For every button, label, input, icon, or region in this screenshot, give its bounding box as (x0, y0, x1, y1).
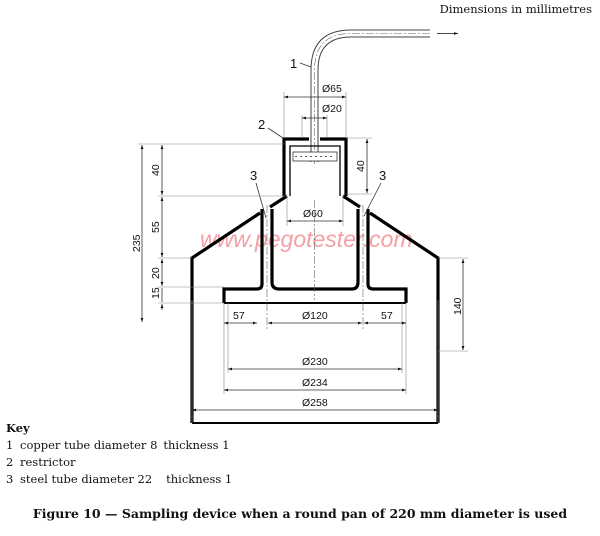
right-140-dimension: 140 (438, 257, 468, 352)
svg-text:Ø20: Ø20 (322, 103, 342, 115)
right-height-dimension: 40 (346, 137, 372, 195)
svg-text:140: 140 (452, 297, 464, 315)
svg-text:3: 3 (250, 168, 257, 183)
figure-caption: Figure 10 — Sampling device when a round… (32, 506, 568, 521)
units-note: Dimensions in millimetres (439, 2, 592, 16)
svg-text:2: 2 (258, 117, 265, 132)
svg-text:Ø120: Ø120 (302, 310, 328, 322)
restrictor (282, 137, 348, 196)
svg-text:57: 57 (381, 310, 393, 322)
svg-text:15: 15 (150, 287, 162, 299)
callouts: 1 2 3 3 (250, 56, 386, 219)
svg-text:1: 1 (290, 56, 297, 71)
bottom-dimensions: 57 Ø120 57 Ø230 Ø234 Ø258 (191, 300, 439, 423)
svg-text:235: 235 (131, 234, 143, 252)
svg-text:Ø60: Ø60 (303, 208, 323, 220)
svg-text:40: 40 (150, 164, 162, 176)
key-title: Key (6, 421, 30, 435)
sampling-device-drawing: www.pegotester.com 1 (131, 29, 468, 424)
svg-text:Ø65: Ø65 (322, 83, 342, 95)
svg-text:20: 20 (150, 267, 162, 279)
svg-text:40: 40 (355, 160, 367, 172)
svg-text:Ø234: Ø234 (302, 377, 328, 389)
svg-text:3: 3 (379, 168, 386, 183)
left-height-dimensions: 40 55 20 15 235 (131, 143, 287, 322)
svg-text:57: 57 (233, 310, 245, 322)
svg-text:Ø258: Ø258 (302, 397, 328, 409)
top-dimensions: Ø65 Ø20 (283, 83, 347, 138)
inner-diameter-60: Ø60 (286, 196, 344, 226)
svg-text:Ø230: Ø230 (302, 356, 328, 368)
funnel-body (190, 194, 440, 424)
svg-text:55: 55 (150, 221, 162, 233)
